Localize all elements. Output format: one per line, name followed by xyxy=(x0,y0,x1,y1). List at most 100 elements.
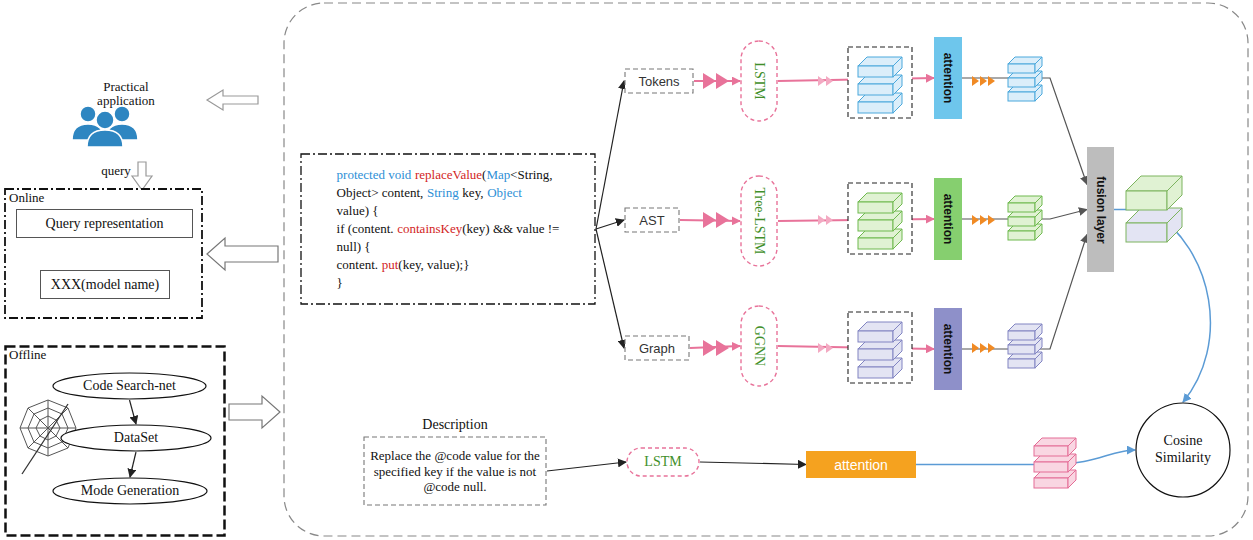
chevron xyxy=(980,343,987,353)
code-token: Map xyxy=(486,167,510,182)
dashed-frame xyxy=(848,47,912,118)
node-label: Query representation xyxy=(46,216,164,231)
node-label: GGNN xyxy=(752,326,767,366)
input-box: Graph xyxy=(624,335,690,361)
code-token: null) { xyxy=(337,239,371,254)
node-label: attention xyxy=(941,53,955,104)
code-token: if (content. xyxy=(337,221,394,236)
code-token: (key) && value != xyxy=(462,221,559,236)
embedding-stack xyxy=(1008,57,1042,101)
connector xyxy=(130,452,136,477)
outline xyxy=(625,336,689,360)
chevron xyxy=(972,215,979,225)
attention-bar: attention xyxy=(806,451,916,478)
offline-panel: OfflineCode Search-netDataSetMode Genera… xyxy=(4,345,226,537)
fusion-bar: fusion layer xyxy=(1087,147,1114,272)
embedding-stack xyxy=(858,322,902,378)
node-label: Tokens xyxy=(638,74,679,89)
chevron xyxy=(716,212,729,228)
code-token: Object xyxy=(487,185,522,200)
description-heading: Description xyxy=(422,417,487,433)
connector xyxy=(1114,210,1210,403)
outline xyxy=(53,373,206,399)
chevron xyxy=(826,215,833,225)
chevron xyxy=(988,215,995,225)
outline xyxy=(301,154,595,304)
outline xyxy=(741,41,777,121)
code-token: <String, xyxy=(510,167,552,182)
connector xyxy=(596,229,624,348)
outline xyxy=(53,478,207,504)
chevron xyxy=(703,212,716,228)
connector xyxy=(700,462,806,465)
similarity-circle: Cosine Similarity xyxy=(1135,402,1231,498)
node-label: attention xyxy=(941,194,955,245)
process-ellipse: DataSet xyxy=(60,424,212,452)
hollow-arrow xyxy=(132,162,152,190)
outline xyxy=(741,176,777,266)
process-box: XXX(model name) xyxy=(40,270,170,299)
process-ellipse: Code Search-net xyxy=(52,372,207,400)
panel-heading: Online xyxy=(9,190,44,206)
node-label: Mode Generation xyxy=(81,483,179,498)
connector xyxy=(962,235,1087,350)
connector xyxy=(130,400,137,424)
process-ellipse: Mode Generation xyxy=(52,477,208,505)
outline xyxy=(17,210,193,238)
chevron xyxy=(988,343,995,353)
encoder-pill: LSTM xyxy=(740,40,778,122)
code-token: put xyxy=(382,257,399,272)
chevron xyxy=(716,340,729,356)
outline xyxy=(934,308,962,390)
embedding-stack xyxy=(1126,176,1182,242)
encoder-pill: GGNN xyxy=(740,305,778,387)
people-icon xyxy=(72,106,138,147)
attention-bar: attention xyxy=(934,178,962,260)
node-label: Cosine Similarity xyxy=(1155,433,1211,465)
chevron xyxy=(988,76,995,86)
hollow-arrow xyxy=(207,238,278,270)
outline xyxy=(627,448,699,476)
outline xyxy=(5,189,202,318)
node-label: attention xyxy=(941,324,955,375)
code-token: key, xyxy=(462,185,483,200)
embedding-stack xyxy=(1034,438,1076,488)
query-label: query xyxy=(96,164,136,178)
node-label: LSTM xyxy=(752,62,767,99)
panel-heading: Offline xyxy=(9,347,46,363)
outline xyxy=(806,451,916,478)
outline xyxy=(1136,403,1230,497)
chevron xyxy=(972,76,979,86)
encoder-pill: LSTM xyxy=(626,447,700,477)
code-token: content. xyxy=(337,257,379,272)
node-outline xyxy=(4,188,203,319)
dashed-frame xyxy=(848,183,912,254)
outline xyxy=(61,425,211,451)
outline xyxy=(934,178,962,260)
attention-bar: attention xyxy=(934,37,962,119)
chevron xyxy=(980,215,987,225)
connector xyxy=(962,78,1087,185)
code-token: Object> content, xyxy=(337,185,424,200)
encoder-pill: Tree-LSTM xyxy=(740,175,778,267)
connector xyxy=(916,450,1135,465)
connector xyxy=(596,81,624,229)
chevron xyxy=(818,343,825,353)
embedding-stack xyxy=(858,193,902,249)
node-label: attention xyxy=(834,457,888,473)
dashed-frame xyxy=(848,312,912,383)
process-box: Query representation xyxy=(16,209,193,238)
node-label: LSTM xyxy=(644,454,681,469)
hollow-arrow xyxy=(207,90,258,110)
node-label: Graph xyxy=(639,341,675,356)
code-token: containsKey xyxy=(397,221,462,236)
hollow-arrow xyxy=(229,396,280,428)
connector xyxy=(547,462,626,471)
node-label: DataSet xyxy=(114,430,158,445)
input-box: AST xyxy=(624,207,680,233)
description-box: DescriptionReplace the @code value for t… xyxy=(363,436,547,506)
chevron xyxy=(716,73,729,89)
outline xyxy=(364,437,546,505)
outline xyxy=(741,306,777,386)
